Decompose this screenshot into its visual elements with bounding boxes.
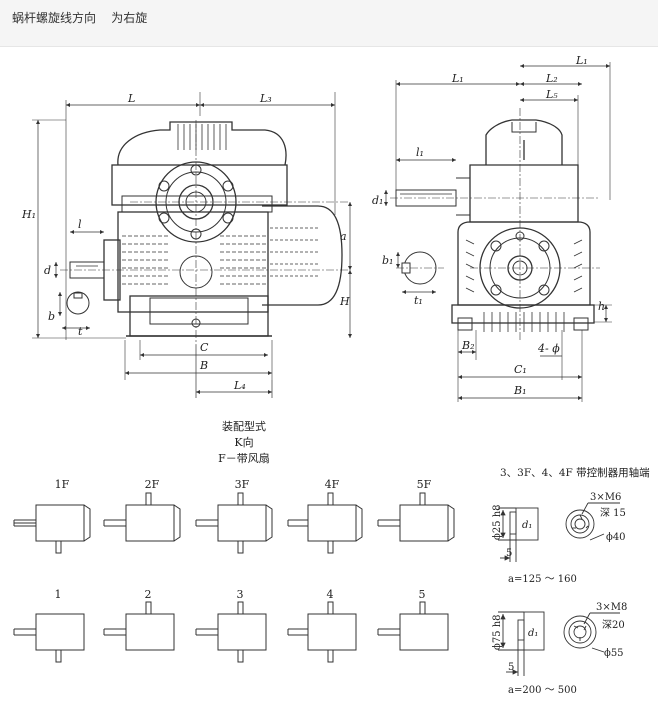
dim-b1: b₁ [382,254,393,267]
side-view [383,62,612,402]
dim-4-phi: 4- ϕ [537,342,560,355]
label-5F: 5F [417,478,432,491]
label-4: 4 [327,588,334,601]
dim-d1: d₁ [372,194,383,207]
large-d1: d₁ [528,628,538,639]
dim-L4: L₄ [233,379,246,392]
front-view [32,92,353,398]
label-4F: 4F [325,478,340,491]
k-direction: K向 [234,435,253,449]
assembly-1F [13,504,91,554]
assembly-3 [195,601,267,663]
small-depth: 深 15 [600,507,626,519]
large-thread: 3×M8 [596,602,627,613]
dim-l1: l₁ [416,146,424,159]
label-3: 3 [237,588,244,601]
dim-C1: C₁ [514,363,527,376]
dim-B: B [199,359,208,372]
small-d1: d₁ [522,520,532,531]
dim-L: L [127,92,135,105]
label-3F: 3F [235,478,250,491]
large-shaft-dia: ϕ75 h8 [492,614,503,650]
large-depth: 深20 [602,619,625,631]
dim-d: d [44,264,51,277]
dim-C: C [200,341,209,354]
assembly-legend: 装配型式 K向 F－带风扇 [218,419,270,465]
dim-a: a [340,230,347,243]
dim-L5: L₅ [545,88,558,101]
shaft-end-small-labels: ϕ25 h8 d₁ 5 3×M6 深 15 ϕ40 a=125 ～ 160 [492,492,626,585]
dim-B2: B₂ [461,339,475,352]
dim-H1: H₁ [21,208,36,221]
side-view-dim-labels: L₁ L₁ L₂ L₅ l₁ d₁ b₁ t₁ h B₂ 4- ϕ C₁ B₁ [372,54,605,397]
label-5: 5 [419,588,426,601]
assembly-2F [103,492,181,542]
dim-t: t [78,325,83,338]
assembly-5 [377,601,449,651]
label-2: 2 [145,588,152,601]
dim-l: l [78,218,82,231]
small-thread: 3×M6 [590,492,621,503]
dim-t1: t₁ [414,294,423,307]
assembly-title: 装配型式 [222,419,266,433]
shaft-end-large [498,611,620,676]
assembly-row-fan-labels: 1F 2F 3F 4F 5F [55,478,432,491]
assembly-row-plain-labels: 1 2 3 4 5 [55,588,426,601]
fan-note: F－带风扇 [218,451,270,465]
label-2F: 2F [145,478,160,491]
assembly-3F [195,492,273,554]
dim-L2: L₂ [545,72,558,85]
large-five: 5 [508,662,514,673]
assembly-4 [287,601,357,663]
shaft-end-title: 3、3F、4、4F 带控制器用轴端 [500,466,650,479]
front-view-dim-labels: L L₃ H₁ l d b t a H C B L₄ [21,92,350,392]
dim-H: H [339,295,350,308]
shaft-end-large-labels: ϕ75 h8 d₁ 5 3×M8 深20 ϕ55 a=200 ～ 500 [492,602,627,696]
assembly-1 [13,613,85,663]
label-1F: 1F [55,478,70,491]
dim-L1: L₁ [451,72,464,85]
large-phi: ϕ55 [604,648,624,659]
assembly-2 [103,601,175,651]
dim-L3: L₃ [259,92,272,105]
dim-b: b [48,310,55,323]
assembly-5F [377,492,455,542]
shaft-end-small [498,502,620,562]
helix-direction-caption: 蜗杆螺旋线方向 为右旋 [12,11,148,25]
dim-L1-top: L₁ [575,54,588,67]
small-five: 5 [506,548,512,559]
small-shaft-dia: ϕ25 h8 [492,504,503,540]
label-1: 1 [55,588,62,601]
assembly-4F [287,492,363,554]
dim-h: h [598,300,605,313]
small-phi: ϕ40 [606,532,626,543]
dim-B1: B₁ [513,384,527,397]
assembly-row-fan [13,492,455,554]
caption-bar: 蜗杆螺旋线方向 为右旋 [0,0,658,47]
assembly-row-plain [13,601,449,663]
large-range: a=200 ～ 500 [508,685,577,696]
small-range: a=125 ～ 160 [508,574,577,585]
